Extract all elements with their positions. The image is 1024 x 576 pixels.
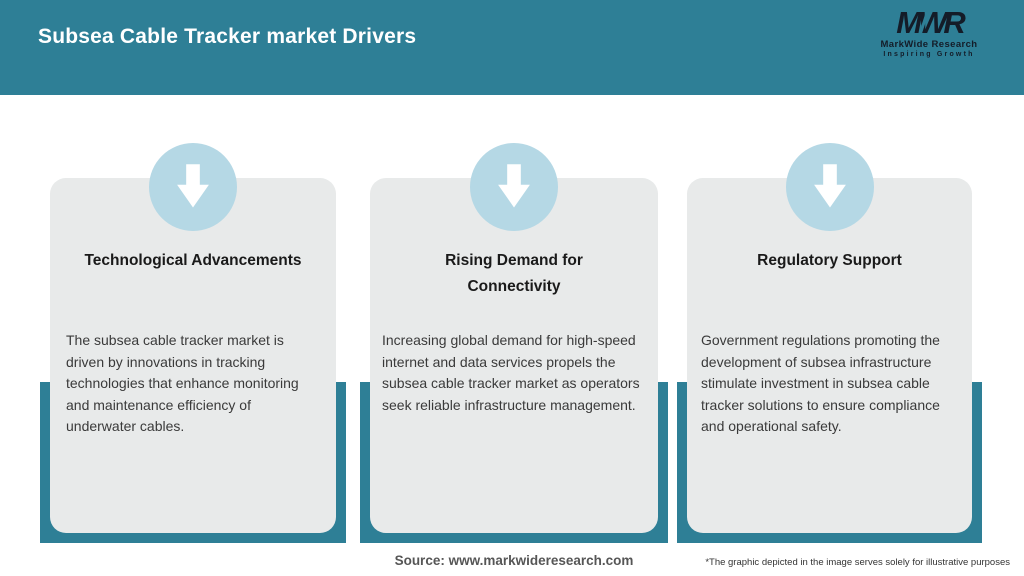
card-panel <box>370 178 658 533</box>
card-title: Technological Advancements <box>84 252 302 269</box>
card-panel <box>687 178 972 533</box>
disclaimer-text: *The graphic depicted in the image serve… <box>705 557 1010 568</box>
down-arrow-icon <box>470 143 558 231</box>
card-body-text: The subsea cable tracker market is drive… <box>66 332 299 434</box>
down-arrow-icon <box>786 143 874 231</box>
down-arrow-icon <box>149 143 237 231</box>
card-panel <box>50 178 336 533</box>
markwide-logo: MWR MarkWide Research Inspiring Growth <box>864 7 994 59</box>
card-body-text: Increasing global demand for high-speed … <box>382 332 640 413</box>
page-title: Subsea Cable Tracker market Drivers <box>38 25 417 48</box>
card-title: Rising Demand for Connectivity <box>445 252 583 295</box>
logo-company-name: MarkWide Research <box>880 39 978 50</box>
source-attribution: Source: www.markwideresearch.com <box>394 553 634 568</box>
header-band: Subsea Cable Tracker market Drivers MWR … <box>0 0 1024 95</box>
logo-monogram-text: MWR <box>896 5 966 40</box>
card-body-text: Government regulations promoting the dev… <box>701 332 940 434</box>
logo-tagline: Inspiring Growth <box>883 51 975 58</box>
card-title: Regulatory Support <box>757 252 902 269</box>
logo-monogram: MWR <box>896 5 966 40</box>
